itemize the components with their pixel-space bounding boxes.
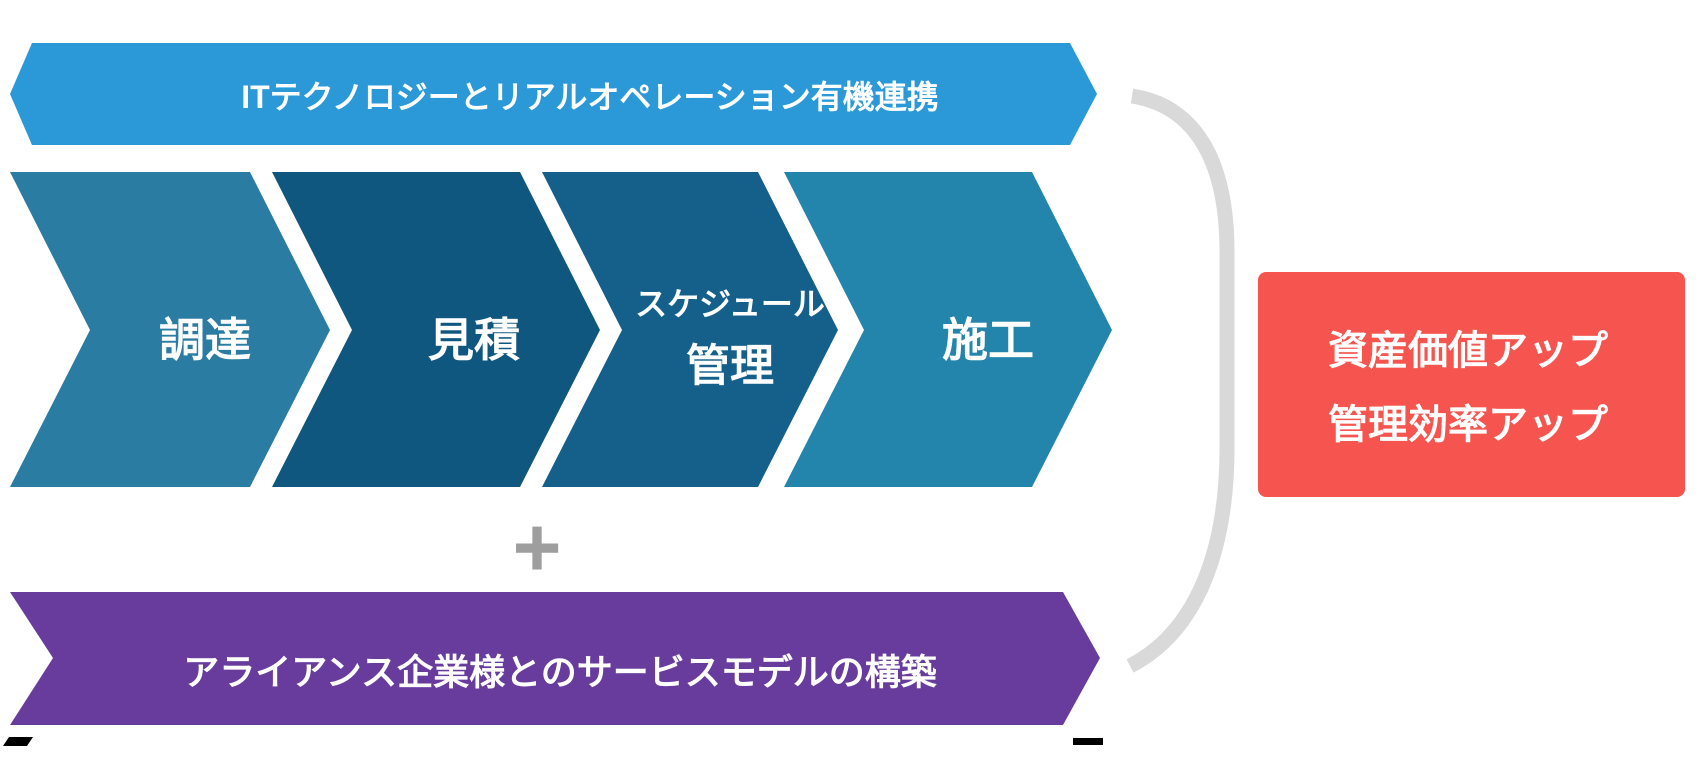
chevron-step-estimate: [272, 172, 600, 487]
chevron-step-procurement-label: 調達: [159, 314, 251, 366]
outcome-box: [1258, 272, 1685, 497]
plus-icon: +: [512, 500, 561, 594]
chevron-step-estimate-label: 見積: [428, 314, 520, 366]
chevron-step-construction-label: 施工: [942, 314, 1034, 366]
chevron-step-schedule: [542, 172, 838, 487]
alliance-banner-label: アライアンス企業様とのサービスモデルの構築: [183, 652, 937, 693]
chevron-step-construction: [784, 172, 1112, 487]
chevron-step-schedule-label-line2: 管理: [686, 342, 774, 391]
page-marker-left: [3, 737, 33, 746]
chevron-step-procurement: [10, 172, 330, 487]
chevron-step-schedule-label-line1: スケジュール: [635, 286, 825, 322]
it-technology-banner-label: ITテクノロジーとリアルオペレーション有機連携: [241, 79, 939, 115]
bracket-icon: [1126, 88, 1235, 673]
page-marker-right: [1073, 738, 1103, 745]
it-technology-banner: [10, 43, 1097, 145]
alliance-banner: [10, 592, 1100, 725]
outcome-box-line1: 資産価値アップ: [1328, 329, 1608, 373]
outcome-box-line2: 管理効率アップ: [1328, 403, 1608, 447]
